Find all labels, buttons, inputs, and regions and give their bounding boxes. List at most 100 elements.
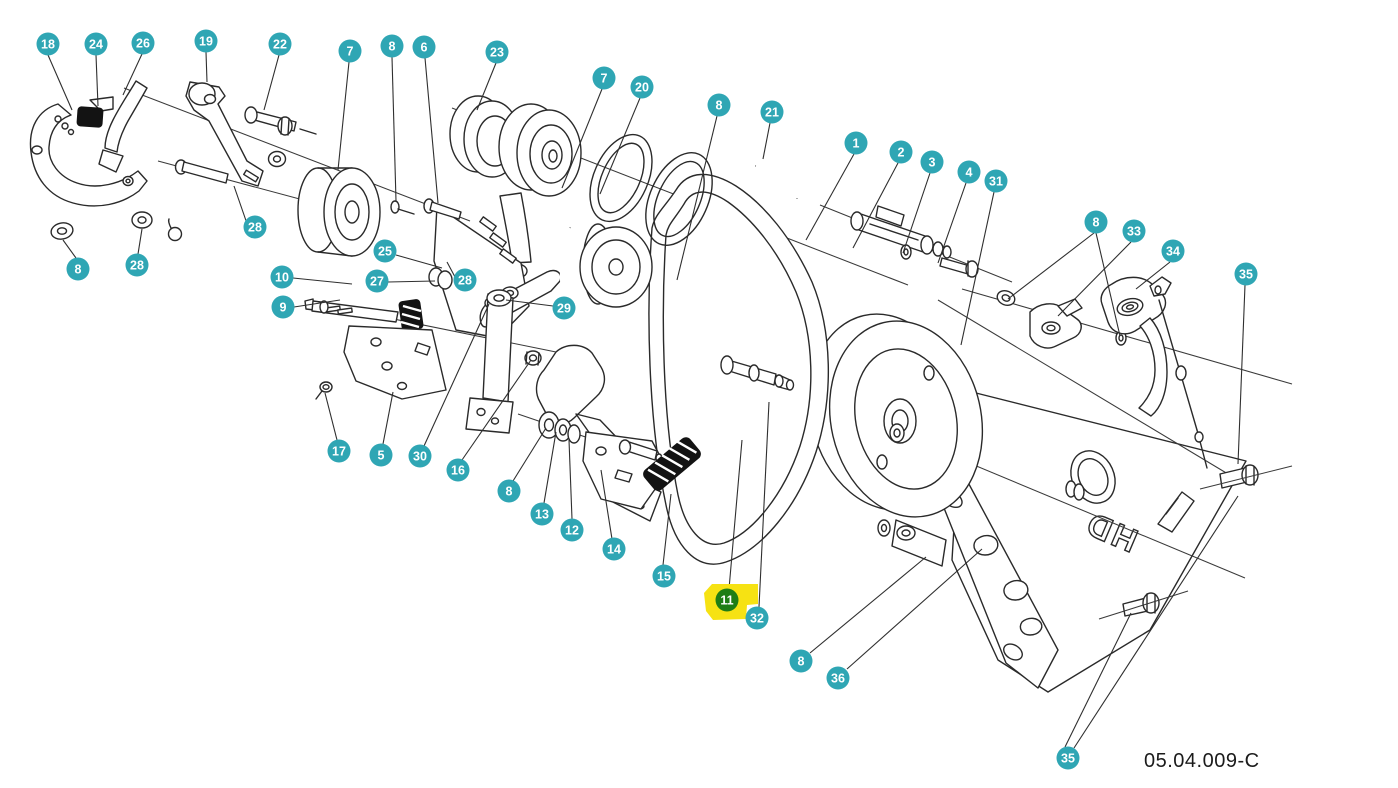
part-badge-label: 33	[1127, 224, 1141, 238]
part-badge[interactable]: 33	[1122, 219, 1146, 243]
support-bracket	[185, 81, 264, 187]
part-badge-label: 5	[377, 448, 385, 462]
part-badge-label: 9	[279, 300, 287, 314]
wire-clamp	[1019, 617, 1043, 636]
part-badge-label: 16	[451, 463, 465, 477]
left-bracket-assembly	[29, 80, 462, 257]
drive-pulley	[808, 313, 984, 518]
curved-arm	[1138, 317, 1168, 417]
part-badge-label: 2	[897, 145, 905, 159]
belt-guide-tube	[104, 80, 148, 153]
part-badge[interactable]: 13	[530, 502, 554, 526]
part-badge[interactable]: 27	[365, 269, 389, 293]
part-badge[interactable]: 36	[826, 666, 850, 690]
part-badge[interactable]: 21	[760, 100, 784, 124]
part-badge[interactable]: 9	[271, 295, 295, 319]
part-badge[interactable]: 8	[66, 257, 90, 281]
part-badge-label: 18	[41, 37, 55, 51]
part-badge[interactable]: 16	[446, 458, 470, 482]
idler-pulley-cluster	[428, 95, 653, 339]
bellcrank	[535, 344, 606, 425]
part-badge[interactable]: 22	[268, 32, 292, 56]
part-badge[interactable]: 7	[592, 66, 616, 90]
pulley-shaft-bolt	[720, 355, 795, 391]
part-badge-label: 22	[273, 37, 287, 51]
right-hardware	[996, 276, 1293, 620]
part-badge[interactable]: 8	[380, 34, 404, 58]
part-badge[interactable]: 11	[715, 588, 739, 612]
part-badge-label: 8	[74, 262, 82, 276]
part-badge-label: 7	[346, 44, 354, 58]
part-badge-label: 36	[831, 671, 845, 685]
part-badge[interactable]: 1	[844, 131, 868, 155]
part-badge-label: 34	[1166, 244, 1180, 258]
part-badge[interactable]: 18	[36, 32, 60, 56]
part-badge[interactable]: 23	[485, 40, 509, 64]
part-badge[interactable]: 8	[789, 649, 813, 673]
clutch-rod-linkage	[755, 164, 979, 278]
part-badge-label: 7	[600, 71, 608, 85]
part-badge-label: 30	[413, 449, 427, 463]
part-badge[interactable]: 31	[984, 169, 1008, 193]
tension-bracket-assembly	[304, 289, 542, 434]
ring-clamp	[1065, 450, 1116, 504]
part-badge[interactable]: 20	[630, 75, 654, 99]
part-badge[interactable]: 2	[889, 140, 913, 164]
part-badge-label: 29	[557, 301, 571, 315]
part-badge[interactable]: 15	[652, 564, 676, 588]
washer	[50, 222, 74, 240]
part-badge[interactable]: 35	[1234, 262, 1258, 286]
part-badge-label: 14	[607, 542, 621, 556]
part-badge[interactable]: 34	[1161, 239, 1185, 263]
part-badge[interactable]: 12	[560, 518, 584, 542]
part-badge[interactable]: 6	[412, 35, 436, 59]
flange-nut	[131, 211, 153, 229]
part-badge[interactable]: 7	[338, 39, 362, 63]
part-badge[interactable]: 8	[1084, 210, 1108, 234]
part-badge[interactable]: 8	[497, 479, 521, 503]
rubber-pad	[76, 106, 104, 128]
part-badge[interactable]: 14	[602, 537, 626, 561]
part-badge-label: 31	[989, 174, 1003, 188]
part-badge[interactable]: 25	[373, 239, 397, 263]
part-badge-label: 32	[750, 611, 764, 625]
part-badge-label: 8	[715, 98, 723, 112]
part-badge[interactable]: 28	[453, 268, 477, 292]
part-badge-label: 11	[720, 593, 734, 607]
part-badge[interactable]: 19	[194, 29, 218, 53]
part-badge[interactable]: 8	[707, 93, 731, 117]
lock-nut	[524, 350, 542, 366]
part-badge-label: 17	[332, 444, 346, 458]
part-badge[interactable]: 10	[270, 265, 294, 289]
part-badge[interactable]: 28	[243, 215, 267, 239]
part-badge-label: 12	[565, 523, 579, 537]
part-badge-label: 23	[490, 45, 504, 59]
part-badge[interactable]: 24	[84, 32, 108, 56]
part-badge[interactable]: 3	[920, 150, 944, 174]
part-badge[interactable]: 5	[369, 443, 393, 467]
part-badge-label: 1	[852, 136, 860, 150]
part-badge[interactable]: 26	[131, 31, 155, 55]
drawing-code: 05.04.009-C	[1144, 750, 1260, 772]
extension-spring	[643, 437, 701, 491]
part-badge-label: 19	[199, 34, 213, 48]
part-badge[interactable]: 30	[408, 444, 432, 468]
part-badge[interactable]: 29	[552, 296, 576, 320]
wire-clamp	[1003, 579, 1029, 601]
bolt	[181, 161, 229, 184]
part-badge[interactable]: 17	[327, 439, 351, 463]
part-badge[interactable]: 28	[125, 253, 149, 277]
part-badge[interactable]: 35	[1056, 746, 1080, 770]
part-badge-label: 26	[136, 36, 150, 50]
part-badge-label: 8	[505, 484, 513, 498]
part-badge[interactable]: 4	[957, 160, 981, 184]
part-badge-label: 4	[965, 165, 973, 179]
part-badge[interactable]: 32	[745, 606, 769, 630]
part-badge-label: 35	[1239, 267, 1253, 281]
leader-lines	[47, 51, 1246, 749]
part-badge-label: 3	[928, 155, 936, 169]
tensioner-assembly	[535, 344, 701, 522]
